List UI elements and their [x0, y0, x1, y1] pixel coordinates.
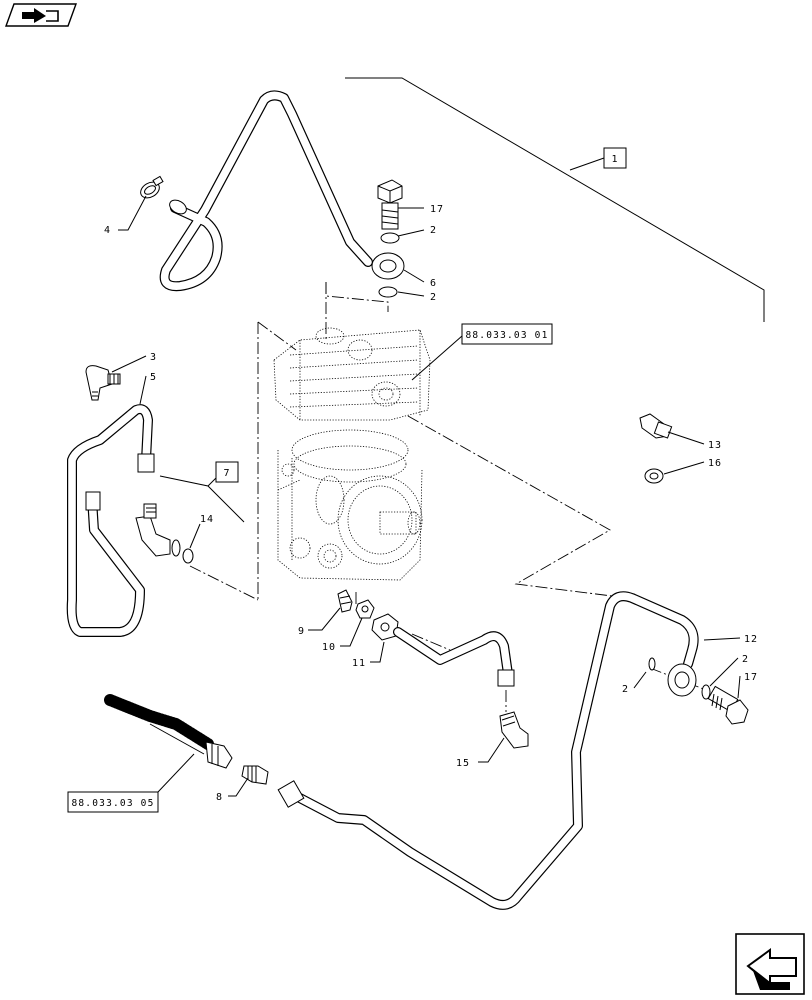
callout-box-1 [603, 147, 627, 169]
ref-hose-text: 88.033.03 05 [71, 798, 154, 809]
upper-pipe [159, 90, 373, 292]
callout-1: 1 [611, 154, 618, 165]
callout-13: 13 [708, 440, 722, 451]
callout-2b: 2 [430, 292, 437, 303]
ref-compressor-text: 88.033.03 01 [465, 330, 548, 341]
callout-6: 6 [430, 278, 437, 289]
callout-9: 9 [298, 626, 305, 637]
washer-2a [380, 232, 400, 244]
callout-4: 4 [104, 225, 111, 236]
banjo-bolt-bottom [707, 685, 749, 725]
banjo-bolt-top [377, 179, 403, 230]
air-compressor [273, 327, 431, 581]
elbow-fitting-3 [85, 365, 121, 401]
banjo-fitting-6 [371, 252, 405, 280]
callout-14: 14 [200, 514, 214, 525]
ref-hose[interactable]: 88.033.03 05 [67, 753, 195, 813]
fittings-9-10-11 [337, 589, 515, 687]
callout-11: 11 [352, 658, 366, 669]
fitting-13 [639, 413, 673, 439]
assembly-leader-1: 1 [345, 77, 765, 322]
callout-2d: 2 [742, 654, 749, 665]
callouts: 17 2 6 2 4 3 5 14 13 16 9 10 11 [104, 195, 758, 803]
callout-7-group: 7 [159, 461, 245, 523]
back-arrow-icon[interactable] [5, 3, 77, 27]
callout-17a: 17 [430, 204, 444, 215]
washer-16 [644, 468, 664, 484]
washer-2d [701, 684, 711, 700]
callout-10: 10 [322, 642, 336, 653]
callout-3: 3 [150, 352, 157, 363]
washer-2c [648, 657, 656, 671]
washer-2b [378, 286, 398, 298]
callout-5: 5 [150, 372, 157, 383]
ref-compressor[interactable]: 88.033.03 01 [411, 323, 553, 381]
callout-2a: 2 [430, 225, 437, 236]
centerlines [189, 282, 707, 712]
nut-left-b [137, 453, 155, 473]
hose-section [104, 694, 233, 769]
left-pipe [66, 404, 155, 637]
callout-2c: 2 [622, 684, 629, 695]
callout-8: 8 [216, 792, 223, 803]
next-page-icon[interactable] [735, 933, 805, 995]
lower-pipe [277, 591, 699, 910]
connector-8 [241, 765, 269, 785]
hose-clamp [140, 175, 187, 215]
elbow-fitting-15 [499, 711, 529, 749]
nut-left-a [85, 491, 101, 511]
callout-17b: 17 [744, 672, 758, 683]
banjo-fitting-12 [667, 663, 697, 697]
elbow-fitting-14 [135, 503, 194, 564]
callout-12: 12 [744, 634, 758, 645]
callout-16: 16 [708, 458, 722, 469]
callout-15: 15 [456, 758, 470, 769]
callout-7: 7 [223, 468, 230, 479]
